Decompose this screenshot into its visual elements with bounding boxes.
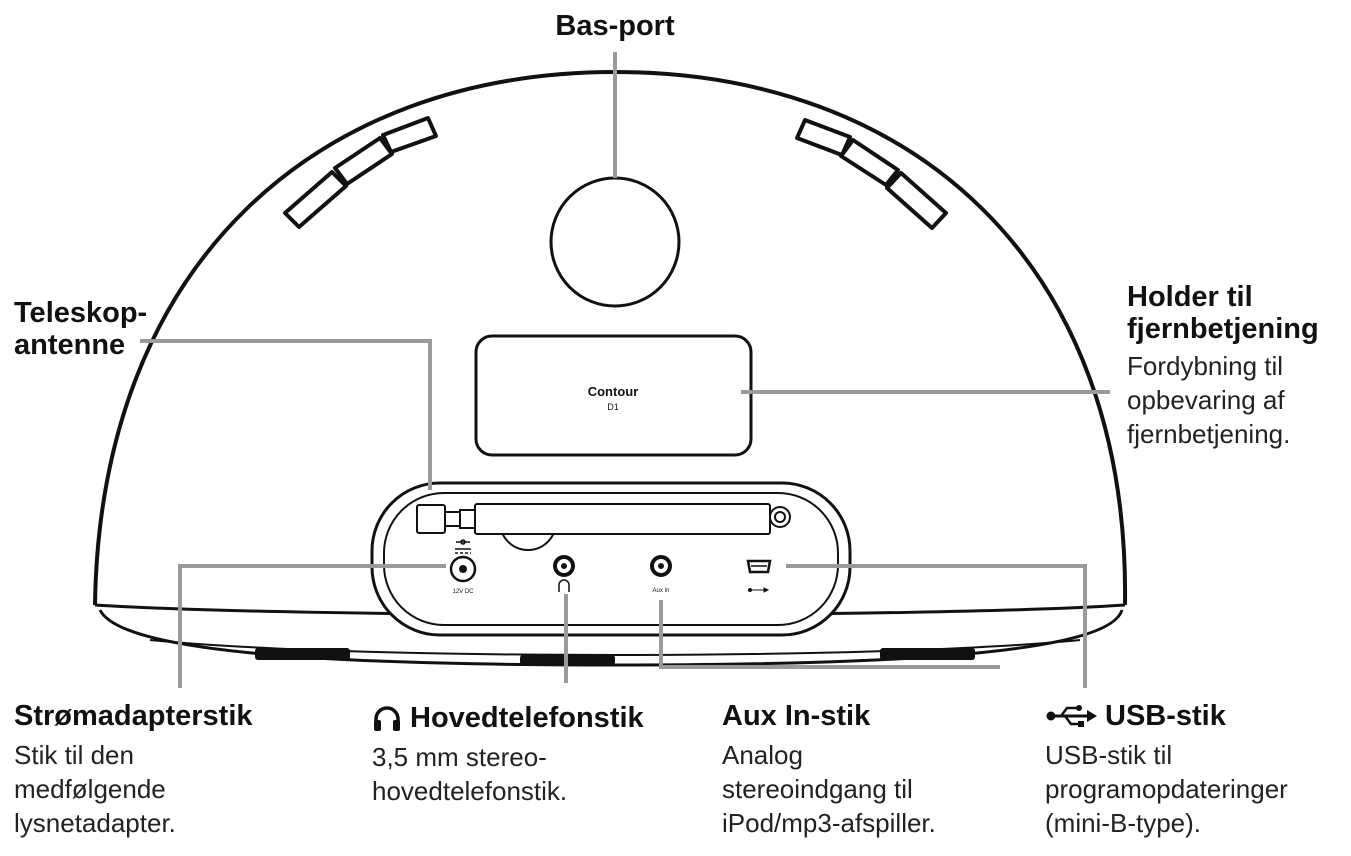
usb-title: USB-stik bbox=[1105, 700, 1226, 732]
aux-desc-line-1: Analog bbox=[722, 740, 803, 770]
usb-port bbox=[746, 559, 772, 574]
remote-holder bbox=[474, 334, 753, 457]
speaker-feet bbox=[255, 648, 975, 665]
power-title: Strømadapterstik bbox=[14, 700, 253, 732]
power-desc-line-2: medfølgende bbox=[14, 774, 166, 804]
power-desc-line-1: Stik til den bbox=[14, 740, 134, 770]
callout-aux: Aux In-stik Analog stereoindgang til iPo… bbox=[722, 700, 936, 840]
aux-jack bbox=[650, 555, 672, 577]
bass-port bbox=[549, 176, 681, 308]
usb-desc-line-3: (mini-B-type). bbox=[1045, 808, 1202, 838]
device-label-main: Contour bbox=[588, 384, 639, 399]
remote-holder-desc-line-2: opbevaring af bbox=[1127, 385, 1285, 415]
aux-desc-line-2: stereoindgang til bbox=[722, 774, 913, 804]
aux-port-mark: Aux In bbox=[652, 588, 669, 594]
bas-port-title: Bas-port bbox=[555, 10, 675, 42]
leader-lines bbox=[140, 52, 1110, 688]
callout-usb: USB-stik USB-stik til programopdateringe… bbox=[1045, 700, 1288, 840]
headphone-jack bbox=[553, 555, 575, 592]
remote-holder-desc-line-3: fjernbetjening. bbox=[1127, 419, 1291, 449]
usb-icon bbox=[1046, 705, 1097, 727]
callout-remote-holder: Holder til fjernbetjening Fordybning til… bbox=[1127, 281, 1319, 451]
callout-headphone: Hovedtelefonstik 3,5 mm stereo- hovedtel… bbox=[372, 702, 644, 808]
usb-desc-line-1: USB-stik til bbox=[1045, 740, 1173, 770]
device-label-sub: D1 bbox=[607, 402, 619, 412]
telescope-antenna bbox=[416, 503, 791, 551]
headphone-icon bbox=[374, 706, 400, 731]
remote-holder-title-line-2: fjernbetjening bbox=[1127, 313, 1319, 345]
telescope-title-line-2: antenne bbox=[14, 329, 126, 361]
headphone-desc-line-1: 3,5 mm stereo- bbox=[372, 742, 547, 772]
power-jack bbox=[449, 539, 477, 583]
remote-holder-title-line-1: Holder til bbox=[1127, 281, 1253, 313]
headphone-title: Hovedtelefonstik bbox=[410, 702, 644, 734]
headphone-desc-line-2: hovedtelefonstik. bbox=[372, 776, 568, 806]
power-port-mark: 12V DC bbox=[452, 589, 474, 595]
remote-holder-desc-line-1: Fordybning til bbox=[1127, 351, 1284, 381]
callout-telescope-antenna: Teleskop- antenne bbox=[14, 297, 147, 361]
telescope-title-line-1: Teleskop- bbox=[14, 297, 148, 329]
callout-bas-port: Bas-port bbox=[460, 10, 770, 42]
top-buttons bbox=[283, 116, 948, 230]
aux-desc-line-3: iPod/mp3-afspiller. bbox=[722, 808, 936, 838]
aux-title: Aux In-stik bbox=[722, 700, 871, 732]
power-desc-line-3: lysnetadapter. bbox=[14, 808, 176, 838]
usb-desc-line-2: programopdateringer bbox=[1045, 774, 1288, 804]
usb-port-mark-icon bbox=[748, 587, 770, 593]
callout-power: Strømadapterstik Stik til den medfølgend… bbox=[14, 700, 253, 840]
